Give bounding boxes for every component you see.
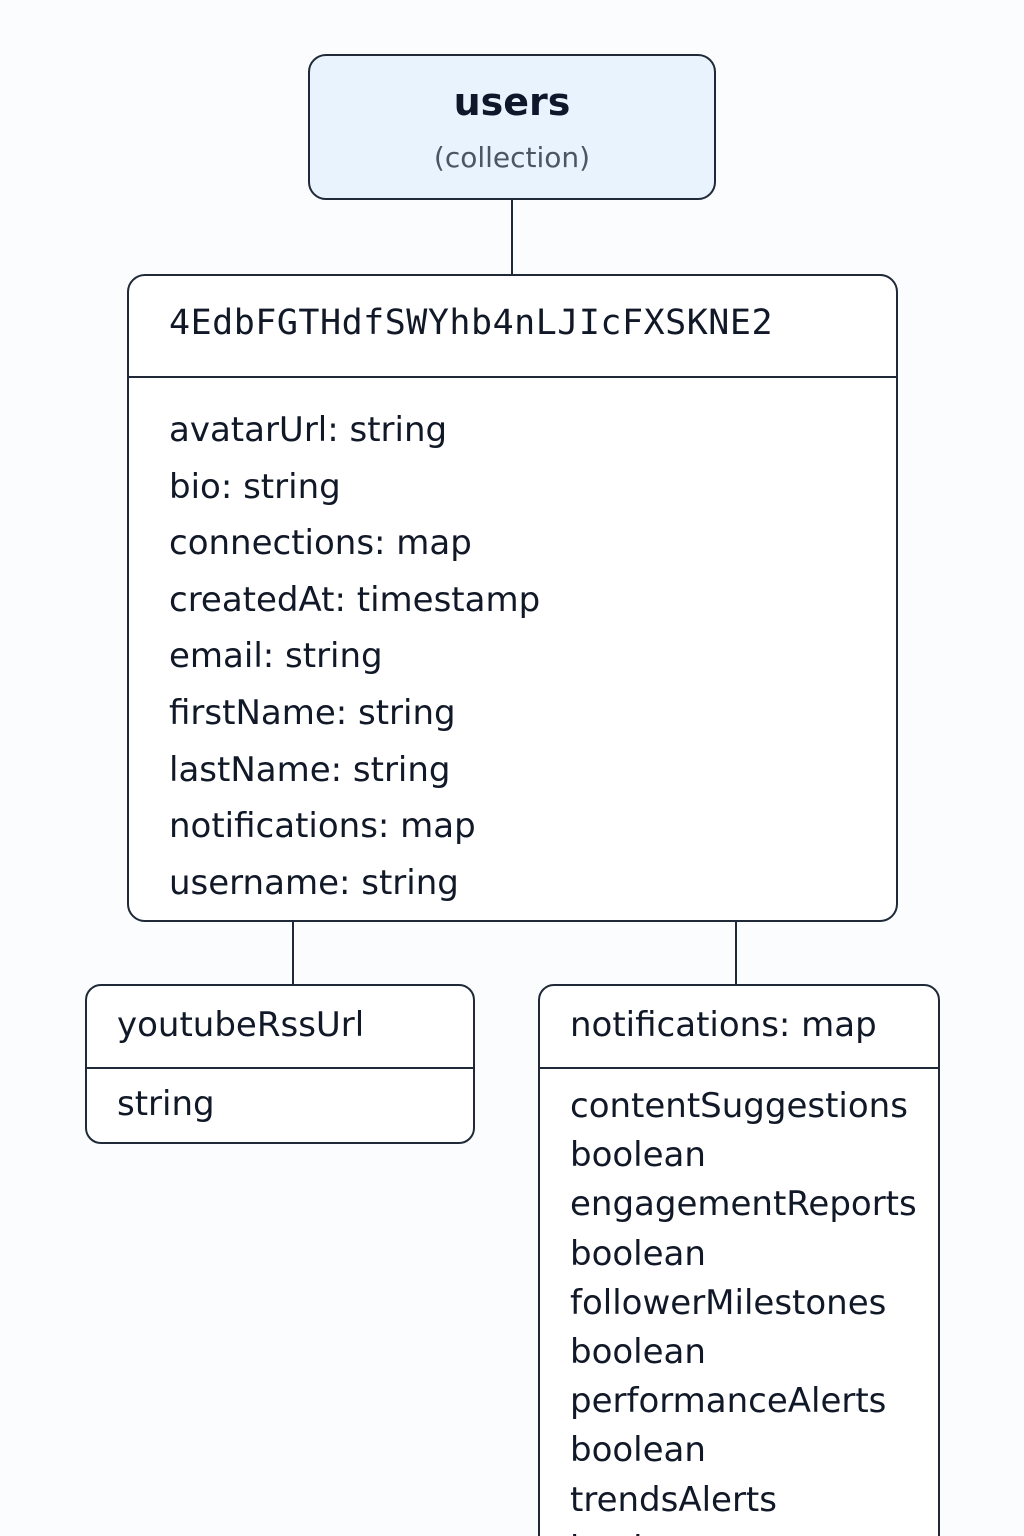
notification-field-name: performanceAlerts bbox=[570, 1381, 887, 1422]
document-node: 4EdbFGTHdfSWYhb4nLJIcFXSKNE2 avatarUrl: … bbox=[127, 274, 898, 922]
notification-field-name: contentSuggestions bbox=[570, 1086, 908, 1126]
connector-collection-document bbox=[511, 199, 513, 275]
notification-field-type: boolean bbox=[570, 1430, 706, 1471]
notifications-map-title: notifications: map bbox=[570, 1005, 877, 1045]
youtube-field-divider bbox=[87, 1067, 473, 1069]
field-row: notifications: map bbox=[169, 806, 476, 847]
document-divider bbox=[129, 376, 896, 378]
notification-field-type: boolean bbox=[570, 1525, 917, 1536]
youtube-rss-url-node: youtubeRssUrl string bbox=[85, 984, 475, 1144]
notification-field-name: trendsAlerts bbox=[570, 1479, 777, 1520]
notifications-map-divider bbox=[540, 1067, 938, 1069]
field-row: firstName: string bbox=[169, 692, 456, 733]
notification-field-type: boolean bbox=[570, 1233, 706, 1274]
notifications-field-list: contentSuggestions boolean engagementRep… bbox=[570, 1082, 917, 1536]
notification-field-type: boolean bbox=[570, 1135, 706, 1176]
field-row: lastName: string bbox=[169, 749, 451, 790]
youtube-field-type: string bbox=[117, 1084, 215, 1124]
connector-document-youtube bbox=[292, 921, 294, 985]
field-row: username: string bbox=[169, 862, 459, 903]
document-id: 4EdbFGTHdfSWYhb4nLJIcFXSKNE2 bbox=[169, 303, 774, 343]
field-row: avatarUrl: string bbox=[169, 410, 448, 450]
collection-title: users bbox=[453, 80, 571, 124]
connector-document-notifications bbox=[735, 921, 737, 985]
notifications-map-node: notifications: map contentSuggestions bo… bbox=[538, 984, 940, 1536]
document-field-list: avatarUrl: string bio: string connection… bbox=[169, 402, 540, 911]
youtube-field-title: youtubeRssUrl bbox=[117, 1005, 365, 1045]
collection-subtitle: (collection) bbox=[433, 141, 591, 174]
notification-field-name: engagementReports bbox=[570, 1184, 917, 1225]
field-row: connections: map bbox=[169, 523, 472, 564]
field-row: bio: string bbox=[169, 466, 341, 507]
notification-field-type: boolean bbox=[570, 1331, 706, 1372]
notification-field-name: followerMilestones bbox=[570, 1282, 887, 1323]
collection-node-users: users (collection) bbox=[308, 54, 716, 200]
field-row: createdAt: timestamp bbox=[169, 579, 541, 620]
field-row: email: string bbox=[169, 636, 383, 677]
